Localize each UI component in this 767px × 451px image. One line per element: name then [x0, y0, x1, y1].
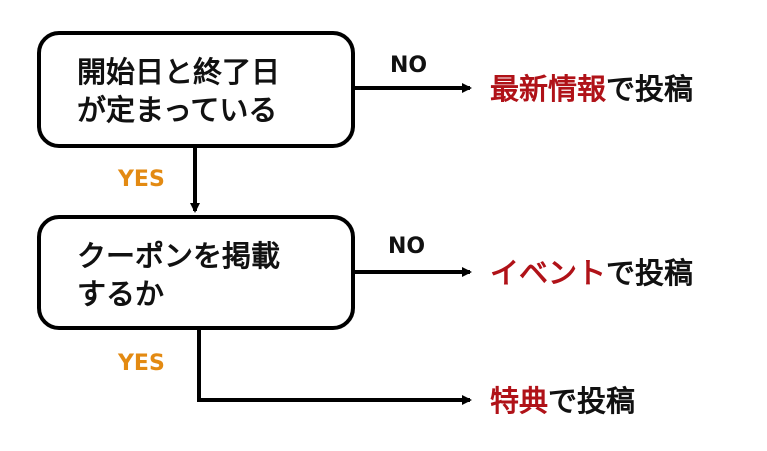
- decision-coupon-line1: クーポンを掲載: [77, 239, 281, 273]
- outcome-event-rest: で投稿: [606, 256, 694, 290]
- outcome-news-rest: で投稿: [606, 72, 694, 106]
- label-q2-no: NO: [388, 234, 426, 259]
- outcome-news-highlight: 最新情報: [490, 72, 607, 106]
- outcome-offer-rest: で投稿: [548, 384, 636, 418]
- label-q1-yes: YES: [118, 167, 165, 192]
- outcome-event-highlight: イベント: [490, 256, 607, 290]
- outcome-event: イベントで投稿: [490, 256, 693, 290]
- outcome-offer-highlight: 特典: [490, 384, 549, 418]
- label-q2-yes: YES: [118, 351, 165, 376]
- decision-box-coupon: クーポンを掲載 するか: [37, 215, 355, 330]
- decision-dates-line2: が定まっている: [77, 93, 278, 127]
- decision-box-dates: 開始日と終了日 が定まっている: [37, 31, 355, 148]
- arrow-q2-yes: [197, 330, 472, 405]
- label-q1-no: NO: [390, 53, 428, 78]
- decision-dates-line1: 開始日と終了日: [77, 55, 281, 89]
- outcome-news: 最新情報で投稿: [490, 72, 693, 106]
- outcome-offer: 特典で投稿: [490, 384, 635, 418]
- decision-coupon-line2: するか: [77, 277, 165, 311]
